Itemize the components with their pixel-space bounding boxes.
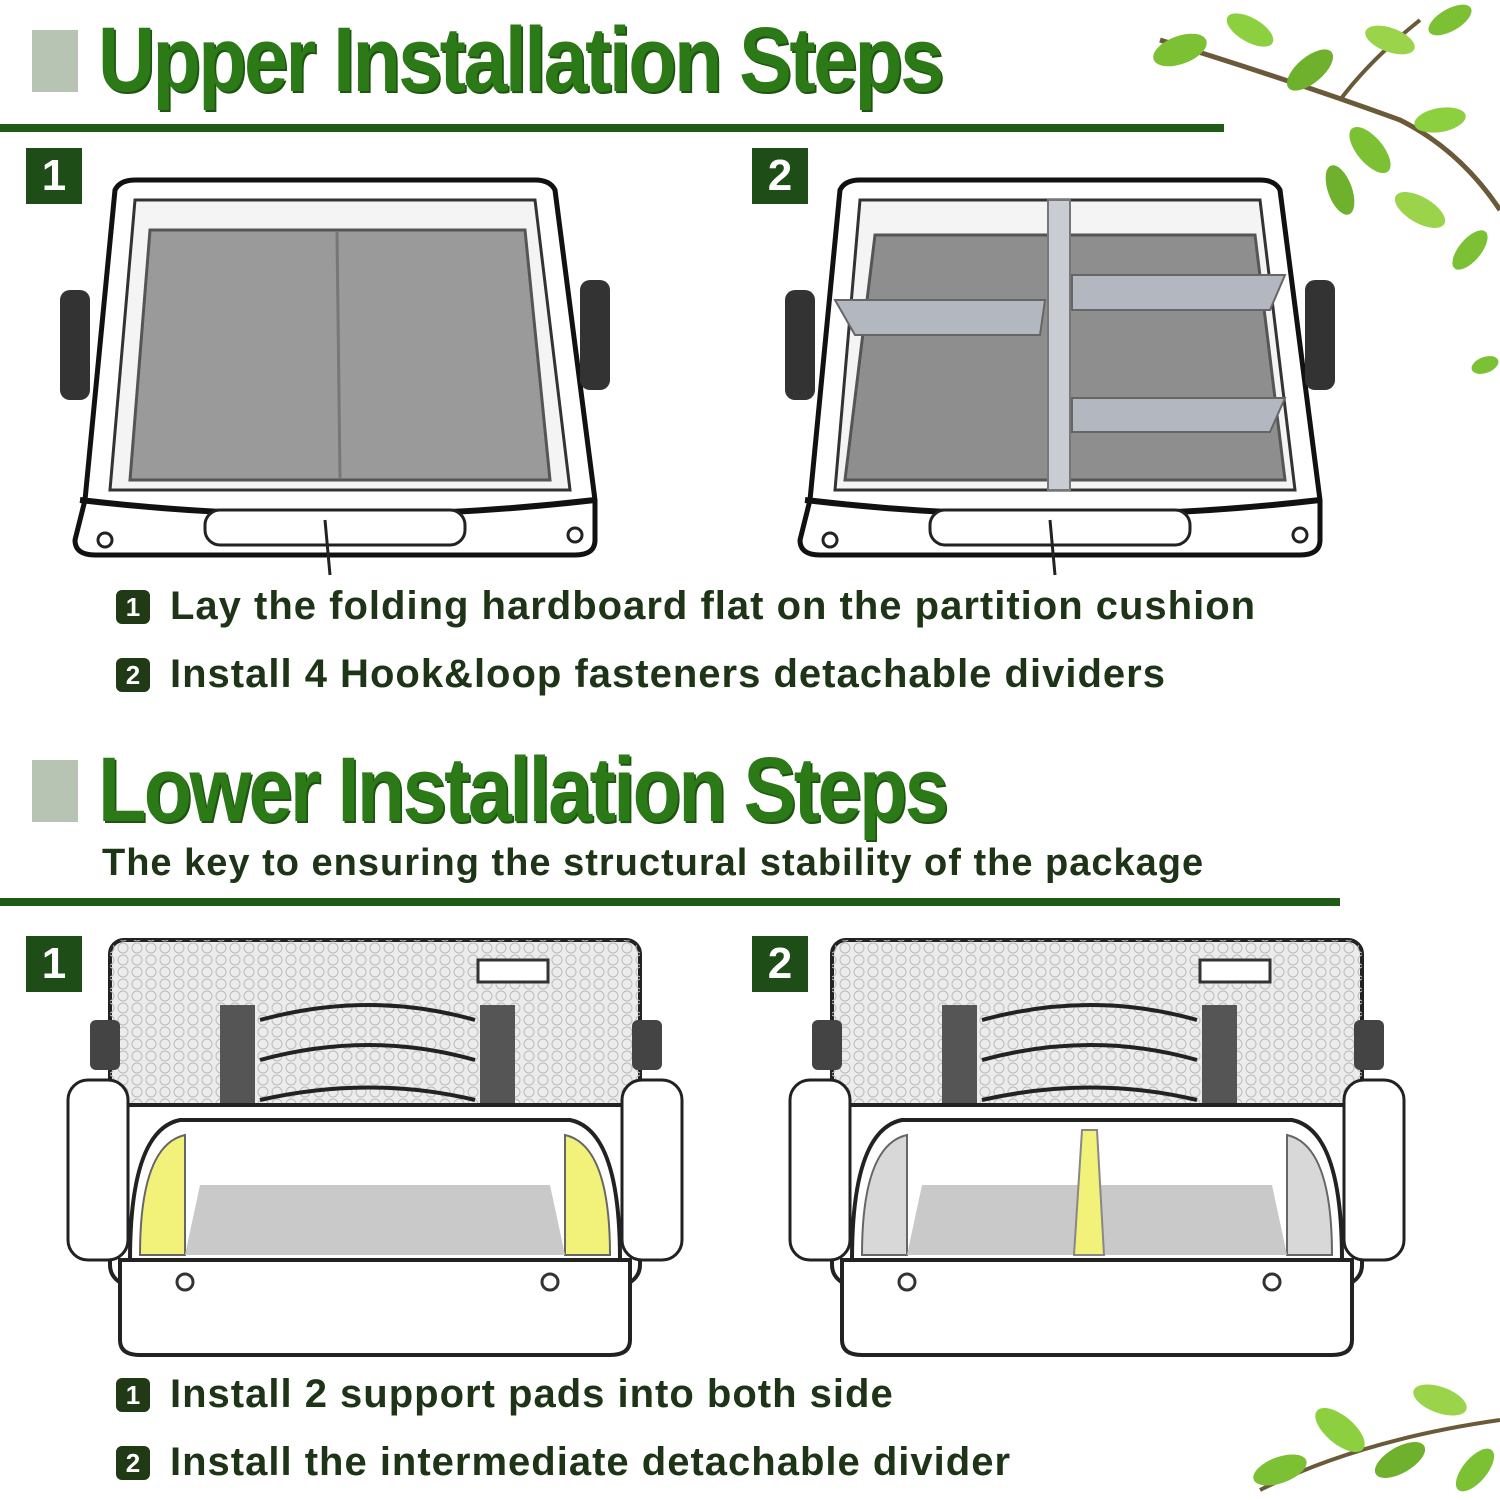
lower-caption1-badge: 1 <box>116 1378 150 1412</box>
upper-caption2-badge: 2 <box>116 658 150 692</box>
section-marker <box>32 30 78 92</box>
lower-bag-illustration-2 <box>788 938 1406 1357</box>
lower-subtitle: The key to ensuring the structural stabi… <box>102 842 1205 884</box>
lower-caption1: Install 2 support pads into both side <box>170 1372 894 1416</box>
upper-bag-illustration-2 <box>785 177 1335 576</box>
upper-caption2: Install 4 Hook&loop fasteners detachable… <box>170 652 1166 696</box>
leaves-top-right-decoration <box>1153 4 1500 374</box>
lower-rule <box>0 898 1340 906</box>
upper-caption1-badge: 1 <box>116 590 150 624</box>
upper-step1-badge: 1 <box>26 148 82 204</box>
upper-caption1: Lay the folding hardboard flat on the pa… <box>170 584 1257 628</box>
upper-step2-badge: 2 <box>752 148 808 204</box>
section-marker <box>32 760 78 822</box>
leaves-bottom-right-decoration <box>1253 1384 1500 1492</box>
lower-step2-badge: 2 <box>752 936 808 992</box>
lower-caption2: Install the intermediate detachable divi… <box>170 1440 1012 1484</box>
lower-step1-badge: 1 <box>26 936 82 992</box>
upper-bag-illustration-1 <box>60 177 610 576</box>
upper-rule <box>0 124 1224 132</box>
upper-title: Upper Installation Steps <box>98 9 944 111</box>
lower-bag-illustration-1 <box>66 938 684 1357</box>
lower-title: Lower Installation Steps <box>98 739 949 841</box>
lower-caption2-badge: 2 <box>116 1446 150 1480</box>
